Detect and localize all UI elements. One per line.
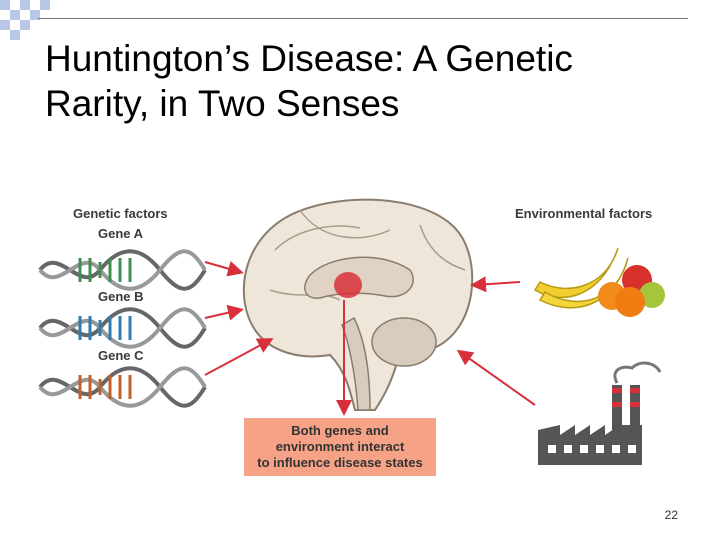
dna-helix-c [38,366,207,408]
corner-decoration [0,0,50,40]
callout-line-1: Both genes and [291,423,389,438]
title-rule [38,18,688,19]
environmental-factors-label: Environmental factors [515,206,653,221]
gene-c-label: Gene C [98,348,144,363]
gene-b-label: Gene B [98,289,144,304]
page-title: Huntington’s Disease: A Genetic Rarity, … [45,36,705,126]
dna-helix-b [38,307,207,349]
callout-line-3: to influence disease states [257,455,423,470]
interaction-callout: Both genes and environment interact to i… [244,418,436,476]
dna-helix-a [38,249,207,291]
title-line-2: Rarity, in Two Senses [45,83,400,124]
interaction-arrows [204,261,536,416]
callout-line-2: environment interact [275,439,405,454]
page-number: 22 [664,508,678,522]
gene-a-label: Gene A [98,226,144,241]
fruit-illustration [533,247,665,317]
title-line-1: Huntington’s Disease: A Genetic [45,38,573,79]
genetic-factors-label: Genetic factors [73,206,168,221]
brain-illustration [242,198,474,411]
factory-illustration [538,361,662,465]
